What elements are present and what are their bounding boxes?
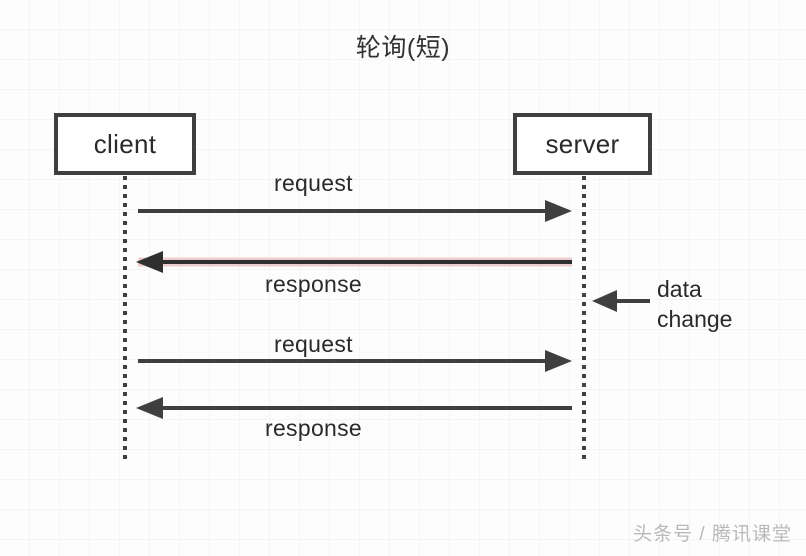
annotation-data-change-line1: data	[657, 276, 702, 302]
participant-box-client[interactable]: client	[54, 113, 196, 175]
participant-box-server[interactable]: server	[513, 113, 652, 175]
watermark: 头条号 / 腾讯课堂	[633, 524, 792, 545]
participant-label-client: client	[93, 128, 157, 159]
message-label-response-1: response	[265, 271, 363, 297]
message-arrow-response-1	[136, 251, 572, 273]
participant-label-server: server	[545, 128, 620, 159]
message-arrow-request-1	[138, 200, 572, 222]
lifeline-server	[582, 176, 586, 462]
message-label-response-2: response	[265, 415, 363, 441]
lifeline-client	[123, 176, 127, 462]
annotation-data-change: data change	[657, 274, 732, 334]
message-label-request-1: request	[274, 170, 353, 196]
message-label-request-2: request	[274, 331, 353, 357]
message-arrow-request-2	[138, 350, 572, 372]
annotation-arrow-data-change	[592, 290, 650, 312]
annotation-data-change-line2: change	[657, 306, 733, 332]
page-title: 轮询(短)	[355, 34, 451, 62]
